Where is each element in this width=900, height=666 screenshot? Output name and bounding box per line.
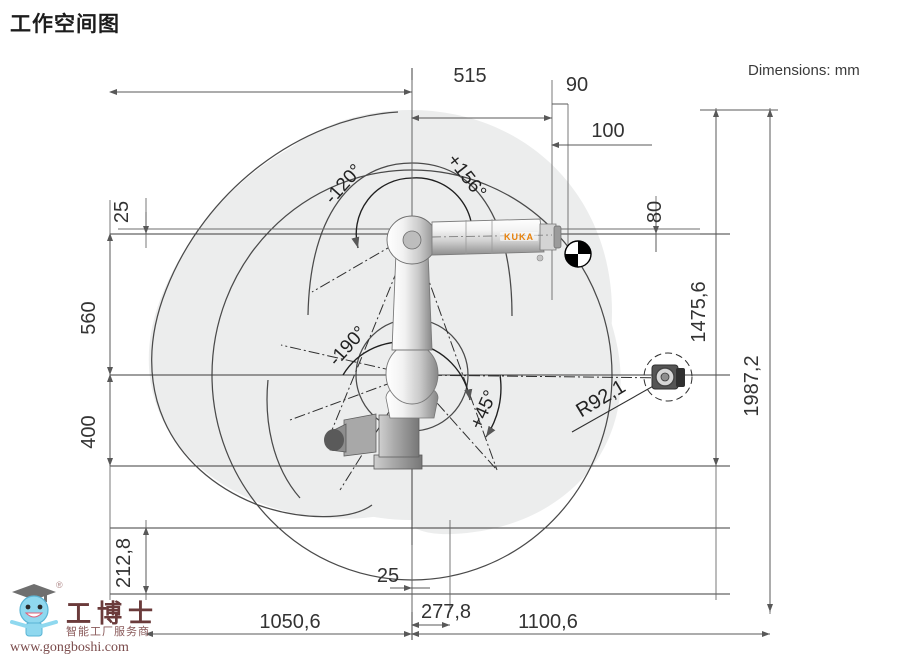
dimension-bottom <box>145 585 770 637</box>
dim-560: 560 <box>78 301 100 334</box>
dim-515: 515 <box>453 65 486 87</box>
dimension-left <box>107 212 149 594</box>
units-note: Dimensions: mm <box>748 62 860 79</box>
dimension-top <box>109 89 652 148</box>
dim-212-8: 212,8 <box>113 538 135 588</box>
radius-leader-line <box>571 379 665 433</box>
dim-25-left: 25 <box>111 201 133 223</box>
robot-brand-label: KUKA <box>504 232 534 242</box>
dim-277-8: 277,8 <box>421 601 471 623</box>
wrist-flange-detail <box>651 364 685 390</box>
wrist-radius-circle <box>643 352 693 402</box>
dim-1475-6: 1475,6 <box>688 281 710 342</box>
dim-80: 80 <box>644 201 666 223</box>
envelope-region <box>148 110 621 535</box>
dim-1050-6: 1050,6 <box>259 611 320 633</box>
dimension-right <box>653 109 778 612</box>
datum-quadrant-marker <box>564 240 592 268</box>
page-title: 工作空间图 <box>10 13 120 36</box>
dim-1987-2: 1987,2 <box>741 355 763 416</box>
dim-1100-6: 1100,6 <box>518 611 578 633</box>
dim-25-bottom: 25 <box>377 565 399 587</box>
dim-400: 400 <box>78 415 100 448</box>
dim-100: 100 <box>591 120 624 142</box>
dim-90: 90 <box>566 74 588 96</box>
robot-model: KUKA <box>324 215 685 470</box>
